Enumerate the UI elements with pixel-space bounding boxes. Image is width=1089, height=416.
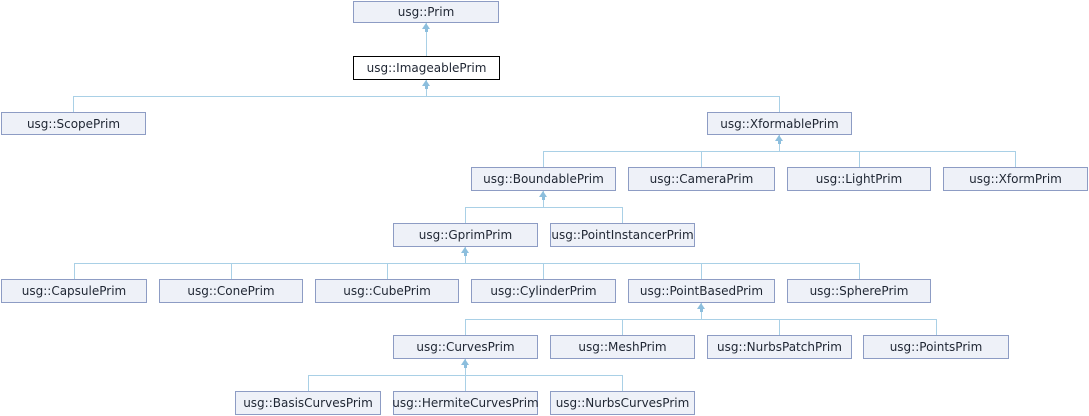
inheritance-edge-line [465, 207, 623, 208]
class-node-usg-coneprim[interactable]: usg::ConePrim [159, 279, 303, 303]
class-node-usg-meshprim[interactable]: usg::MeshPrim [550, 335, 695, 359]
inheritance-edge-line [73, 96, 780, 97]
inheritance-arrow-stem [778, 141, 781, 144]
inheritance-edge-line [74, 263, 860, 264]
class-node-usg-gprimprim[interactable]: usg::GprimPrim [393, 223, 538, 247]
inheritance-edge-line [622, 207, 623, 223]
inheritance-arrow-icon [775, 135, 783, 141]
inheritance-edge-line [465, 319, 937, 320]
class-node-usg-boundableprim[interactable]: usg::BoundablePrim [471, 167, 616, 191]
inheritance-arrow-stem [542, 197, 545, 200]
class-node-usg-scopeprim[interactable]: usg::ScopePrim [1, 112, 146, 135]
class-node-usg-pointinstancerprim[interactable]: usg::PointInstancerPrim [550, 223, 695, 247]
inheritance-edge-line [387, 263, 388, 279]
inheritance-edge-line [779, 319, 780, 335]
inheritance-arrow-stem [464, 253, 467, 256]
class-node-usg-prim[interactable]: usg::Prim [353, 1, 499, 23]
inheritance-edge-line [622, 319, 623, 335]
inheritance-arrow-icon [422, 80, 430, 86]
inheritance-arrow-stem [425, 86, 428, 89]
inheritance-edge-line [779, 96, 780, 112]
class-node-usg-sphereprim[interactable]: usg::SpherePrim [787, 279, 931, 303]
inheritance-edge-line [73, 96, 74, 112]
inheritance-edge-line [465, 207, 466, 223]
class-node-usg-curvesprim[interactable]: usg::CurvesPrim [393, 335, 538, 359]
inheritance-arrow-icon [461, 359, 469, 365]
inheritance-arrow-icon [461, 247, 469, 253]
inheritance-edge-line [543, 263, 544, 279]
inheritance-edge-line [231, 263, 232, 279]
inheritance-edge-line [859, 151, 860, 167]
inheritance-edge-line [859, 263, 860, 279]
inheritance-edge-line [465, 319, 466, 335]
inheritance-arrow-icon [539, 191, 547, 197]
inheritance-edge-line [308, 375, 309, 391]
class-node-usg-pointbasedprim[interactable]: usg::PointBasedPrim [628, 279, 775, 303]
inheritance-edge-line [1015, 151, 1016, 167]
inheritance-edge-line [622, 375, 623, 391]
class-node-usg-cameraprim[interactable]: usg::CameraPrim [628, 167, 775, 191]
inheritance-arrow-stem [425, 29, 428, 32]
inheritance-edge-line [936, 319, 937, 335]
class-node-usg-capsuleprim[interactable]: usg::CapsulePrim [1, 279, 147, 303]
inheritance-edge-line [543, 151, 544, 167]
class-node-usg-xformableprim[interactable]: usg::XformablePrim [707, 112, 852, 135]
class-node-usg-imageableprim: usg::ImageablePrim [353, 56, 500, 80]
class-node-usg-nurbscurvesprim[interactable]: usg::NurbsCurvesPrim [550, 391, 695, 415]
class-node-usg-xformprim[interactable]: usg::XformPrim [943, 167, 1088, 191]
class-node-usg-lightprim[interactable]: usg::LightPrim [787, 167, 931, 191]
class-node-usg-nurbspatchprim[interactable]: usg::NurbsPatchPrim [707, 335, 852, 359]
inheritance-edge-line [701, 151, 702, 167]
class-node-usg-basiscurvesprim[interactable]: usg::BasisCurvesPrim [235, 391, 381, 415]
inheritance-edge-line [465, 375, 466, 391]
class-node-usg-cylinderprim[interactable]: usg::CylinderPrim [471, 279, 616, 303]
inheritance-edge-line [701, 263, 702, 279]
inheritance-arrow-icon [422, 23, 430, 29]
class-node-usg-hermitecurvesprim[interactable]: usg::HermiteCurvesPrim [392, 391, 539, 415]
inheritance-edge-line [74, 263, 75, 279]
inheritance-arrow-stem [464, 365, 467, 368]
inheritance-edge-line [543, 151, 1016, 152]
inheritance-edge-line [426, 40, 427, 56]
inheritance-arrow-icon [697, 303, 705, 309]
class-node-usg-cubeprim[interactable]: usg::CubePrim [315, 279, 459, 303]
inheritance-arrow-stem [700, 309, 703, 312]
class-node-usg-pointsprim[interactable]: usg::PointsPrim [863, 335, 1009, 359]
